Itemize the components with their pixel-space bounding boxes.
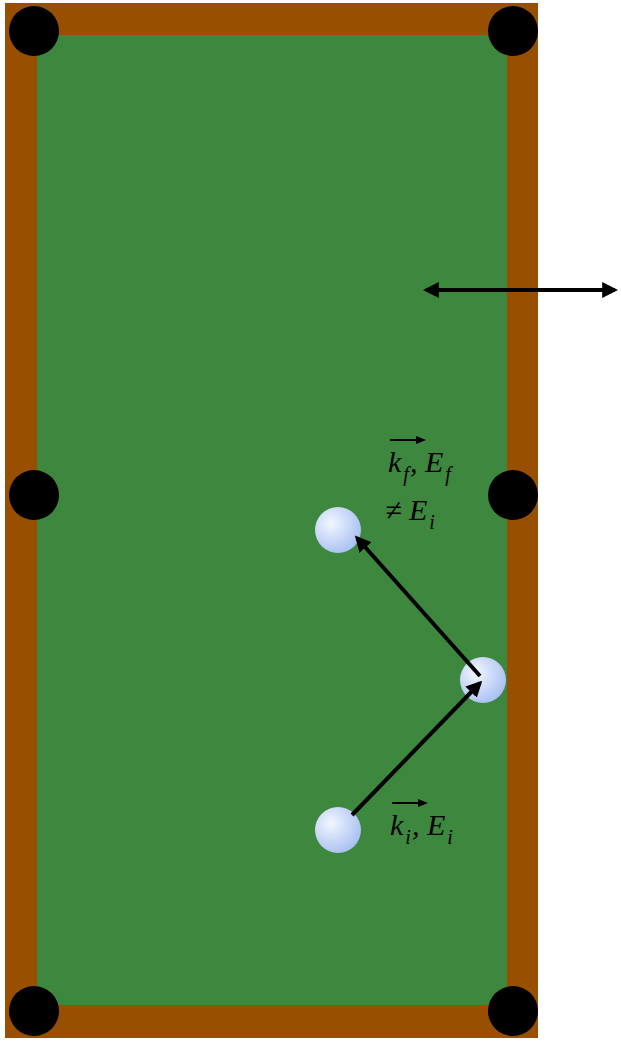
oscillation-arrow	[426, 288, 615, 292]
incident-arrow	[352, 683, 480, 815]
symbol-text: , E	[410, 447, 443, 477]
vector-arrow	[390, 439, 424, 441]
symbol-text: ≠ E	[385, 495, 427, 525]
pocket	[9, 986, 59, 1036]
subscript-text: f	[403, 464, 409, 484]
subscript-text: i	[429, 512, 435, 532]
pocket	[488, 6, 538, 56]
table-felt	[37, 35, 507, 1005]
vector-arrow	[392, 802, 426, 804]
subscript-text: i	[447, 827, 453, 847]
table-cushion	[5, 3, 538, 1038]
pocket	[488, 470, 538, 520]
pockets	[9, 6, 538, 1036]
pocket	[9, 6, 59, 56]
symbol-text: k	[388, 447, 401, 477]
symbol-text: , E	[412, 810, 445, 840]
symbol-text: k	[390, 810, 403, 840]
pocket	[9, 470, 59, 520]
ball	[315, 507, 361, 553]
reflected-arrow	[357, 538, 480, 676]
pocket	[488, 986, 538, 1036]
subscript-text: i	[405, 827, 411, 847]
subscript-text: f	[445, 464, 451, 484]
